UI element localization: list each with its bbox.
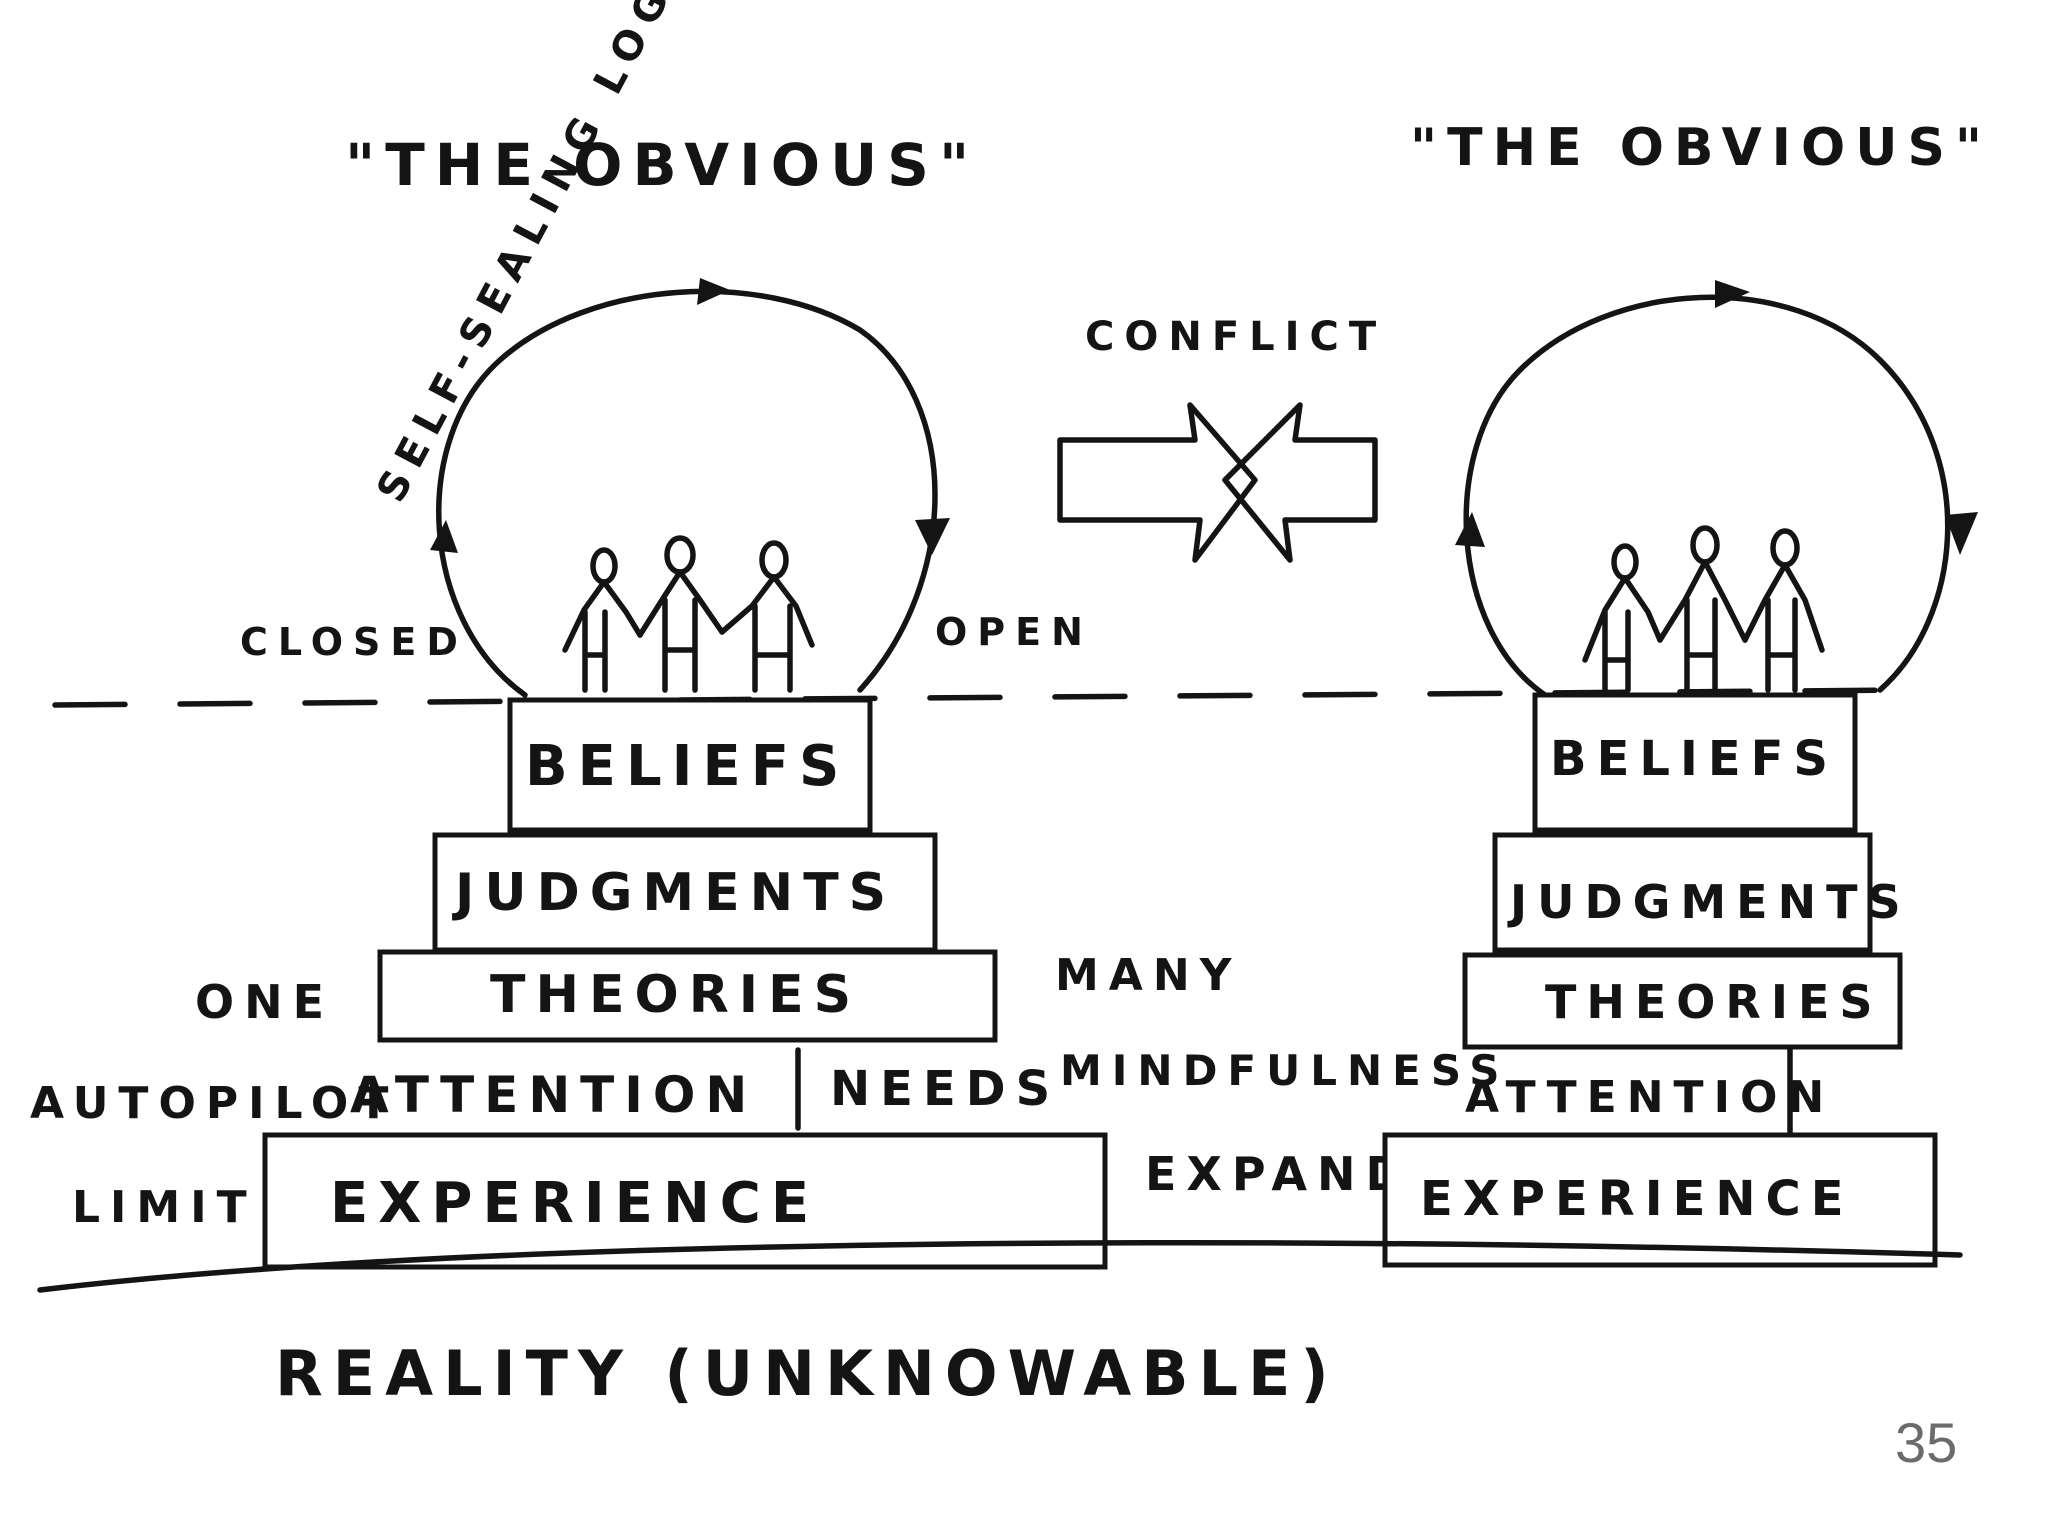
left-judgments-label: JUDGMENTS [452, 863, 896, 923]
right-loop-arrow-right [1945, 512, 1978, 555]
left-loop-arrow-left [430, 520, 458, 553]
many-label: MANY [1055, 950, 1242, 1001]
right-experience-label: EXPERIENCE [1420, 1171, 1854, 1227]
left-beliefs-box [507, 697, 873, 833]
left-people-figures [562, 535, 815, 693]
right-loop-arrow-left [1455, 512, 1485, 547]
left-theories-label: THEORIES [490, 965, 861, 1025]
self-sealing-logic-label: SELF-SEALING LOGIC [368, 0, 712, 510]
autopilot-label: AUTOPILOT [30, 1078, 398, 1129]
left-loop-arrow-top [697, 278, 730, 305]
left-theories-box [377, 949, 998, 1043]
right-beliefs-label: BELIEFS [1550, 731, 1838, 787]
left-experience-label: EXPERIENCE [330, 1171, 819, 1236]
open-label: OPEN [935, 610, 1093, 654]
left-judgments-box [432, 832, 938, 953]
mindfulness-label: MINDFULNESS [1060, 1046, 1509, 1095]
left-loop-circle [436, 288, 938, 698]
closed-label: CLOSED [240, 620, 468, 664]
reality-ground-line [37, 1240, 1963, 1293]
right-beliefs-box [1532, 692, 1858, 833]
right-people-figures [1582, 525, 1825, 693]
expand-label: EXPAND [1145, 1147, 1414, 1201]
reality-label: REALITY (UNKNOWABLE) [275, 1337, 1339, 1410]
left-attention-label: ATTENTION [350, 1066, 757, 1124]
right-judgments-label: JUDGMENTS [1507, 875, 1911, 929]
conflict-arrow-right [1057, 402, 1258, 563]
left-title: "THE OBVIOUS" [345, 131, 979, 199]
conflict-label: CONFLICT [1085, 314, 1386, 360]
page-number: 35 [1895, 1411, 1957, 1474]
limit-label: LIMIT [72, 1182, 257, 1233]
right-judgments-box [1492, 832, 1873, 953]
one-label: ONE [195, 975, 334, 1029]
right-loop-arrow-top [1715, 280, 1750, 308]
right-theories-box [1462, 952, 1903, 1050]
right-attention-label: ATTENTION [1465, 1072, 1834, 1123]
right-title: "THE OBVIOUS" [1410, 118, 1992, 178]
right-loop-circle [1463, 294, 1951, 698]
conflict-arrow-left [1222, 402, 1378, 563]
right-theories-label: THEORIES [1545, 975, 1883, 1029]
left-beliefs-label: BELIEFS [525, 734, 849, 799]
left-loop-arrow-right [915, 518, 950, 555]
left-needs-label: NEEDS [830, 1061, 1060, 1117]
